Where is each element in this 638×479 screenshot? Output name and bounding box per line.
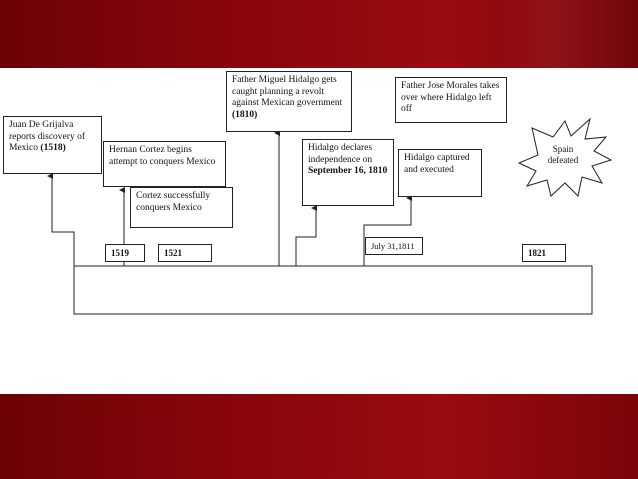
spain-defeated-starburst — [517, 117, 613, 198]
event-grijalva-text: Juan De Grijalva reports discovery of Me… — [9, 120, 85, 153]
event-hidalgo-captured: Hidalgo captured and executed — [398, 149, 482, 197]
event-hidalgo-caught-text: Father Miguel Hidalgo gets caught planni… — [232, 75, 343, 108]
event-hidalgo-declares-text: Hidalgo declares independence on — [308, 143, 373, 165]
event-hidalgo-declares: Hidalgo declares independence on Septemb… — [302, 139, 394, 206]
spain-defeated-label: Spain defeated — [547, 144, 579, 165]
timeline-bar — [73, 265, 593, 315]
event-morales-text: Father Jose Morales takes over where Hid… — [401, 81, 500, 114]
event-grijalva: Juan De Grijalva reports discovery of Me… — [3, 116, 102, 174]
event-cortez-success: Cortez successfully conquers Mexico — [130, 187, 233, 228]
top-title-band — [0, 0, 638, 68]
year-1821: 1821 — [522, 244, 566, 262]
year-1521: 1521 — [158, 244, 212, 262]
event-hidalgo-caught-year: (1810) — [232, 109, 258, 120]
bottom-band — [0, 394, 638, 479]
connector-hidalgo-declares — [295, 205, 317, 266]
event-hidalgo-caught: Father Miguel Hidalgo gets caught planni… — [226, 71, 352, 132]
event-hidalgo-declares-date: September 16, 1810 — [308, 166, 388, 176]
event-cortez-begins-text: Hernan Cortez begins attempt to conquers… — [109, 145, 216, 167]
year-july-1811: July 31,1811 — [365, 237, 423, 255]
year-1519: 1519 — [105, 244, 145, 262]
connector-hidalgo-captured — [363, 195, 412, 266]
connector-grijalva — [47, 173, 75, 266]
event-cortez-begins: Hernan Cortez begins attempt to conquers… — [103, 141, 226, 187]
event-morales: Father Jose Morales takes over where Hid… — [395, 77, 507, 123]
event-hidalgo-captured-text: Hidalgo captured and executed — [404, 153, 470, 175]
event-grijalva-year: (1518) — [40, 143, 66, 153]
event-cortez-success-text: Cortez successfully conquers Mexico — [136, 191, 211, 213]
